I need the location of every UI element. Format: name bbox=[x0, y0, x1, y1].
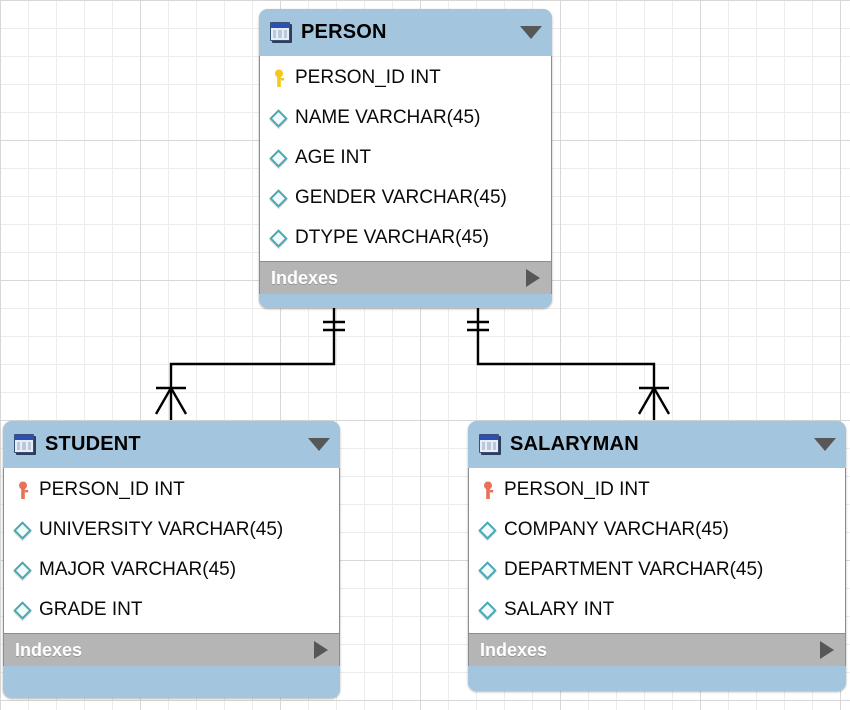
table-row[interactable]: NAME VARCHAR(45) bbox=[260, 98, 551, 138]
indexes-label: Indexes bbox=[480, 639, 548, 660]
column-diamond-icon bbox=[269, 228, 288, 248]
table-row[interactable]: GRADE INT bbox=[4, 590, 339, 630]
table-student-footer bbox=[3, 666, 340, 698]
column-label: GENDER VARCHAR(45) bbox=[295, 187, 507, 208]
column-label: PERSON_ID INT bbox=[504, 479, 650, 500]
table-salaryman-header[interactable]: SALARYMAN bbox=[468, 421, 846, 468]
table-row[interactable]: AGE INT bbox=[260, 138, 551, 178]
table-salaryman-title: SALARYMAN bbox=[510, 433, 639, 455]
column-label: NAME VARCHAR(45) bbox=[295, 107, 481, 128]
indexes-label: Indexes bbox=[271, 267, 339, 288]
column-label: COMPANY VARCHAR(45) bbox=[504, 519, 729, 540]
expand-arrow-icon[interactable] bbox=[526, 269, 540, 287]
table-student[interactable]: STUDENT PERSON_ID INT UNIVERSITY VARCHAR… bbox=[3, 421, 340, 698]
table-icon bbox=[270, 22, 292, 43]
column-label: PERSON_ID INT bbox=[39, 479, 185, 500]
expand-arrow-icon[interactable] bbox=[820, 641, 834, 659]
indexes-label: Indexes bbox=[15, 639, 83, 660]
column-diamond-icon bbox=[478, 560, 497, 580]
table-row[interactable]: PERSON_ID INT bbox=[4, 470, 339, 510]
table-student-title: STUDENT bbox=[45, 433, 141, 455]
table-student-columns: PERSON_ID INT UNIVERSITY VARCHAR(45) MAJ… bbox=[3, 468, 340, 633]
table-row[interactable]: COMPANY VARCHAR(45) bbox=[469, 510, 845, 550]
table-salaryman-columns: PERSON_ID INT COMPANY VARCHAR(45) DEPART… bbox=[468, 468, 846, 633]
table-icon bbox=[14, 434, 36, 455]
table-row[interactable]: MAJOR VARCHAR(45) bbox=[4, 550, 339, 590]
table-person-footer bbox=[259, 294, 552, 308]
chevron-down-icon[interactable] bbox=[520, 26, 542, 39]
table-row[interactable]: UNIVERSITY VARCHAR(45) bbox=[4, 510, 339, 550]
table-row[interactable]: PERSON_ID INT bbox=[260, 58, 551, 98]
column-diamond-icon bbox=[269, 188, 288, 208]
table-student-header[interactable]: STUDENT bbox=[3, 421, 340, 468]
column-label: DEPARTMENT VARCHAR(45) bbox=[504, 559, 764, 580]
table-row[interactable]: SALARY INT bbox=[469, 590, 845, 630]
primary-key-icon bbox=[271, 69, 288, 88]
foreign-key-icon bbox=[15, 481, 32, 500]
table-person-header[interactable]: PERSON bbox=[259, 9, 552, 56]
column-diamond-icon bbox=[269, 108, 288, 128]
column-diamond-icon bbox=[13, 600, 32, 620]
table-salaryman-footer bbox=[468, 666, 846, 691]
foreign-key-icon bbox=[480, 481, 497, 500]
table-person-columns: PERSON_ID INT NAME VARCHAR(45) AGE INT G… bbox=[259, 56, 552, 261]
chevron-down-icon[interactable] bbox=[814, 438, 836, 451]
column-label: AGE INT bbox=[295, 147, 372, 168]
table-person[interactable]: PERSON PERSON_ID INT NAME VARCHAR(45) AG… bbox=[259, 9, 552, 308]
column-diamond-icon bbox=[13, 520, 32, 540]
column-label: PERSON_ID INT bbox=[295, 67, 441, 88]
table-icon bbox=[479, 434, 501, 455]
column-label: UNIVERSITY VARCHAR(45) bbox=[39, 519, 284, 540]
expand-arrow-icon[interactable] bbox=[314, 641, 328, 659]
table-row[interactable]: PERSON_ID INT bbox=[469, 470, 845, 510]
table-salaryman[interactable]: SALARYMAN PERSON_ID INT COMPANY VARCHAR(… bbox=[468, 421, 846, 691]
column-diamond-icon bbox=[269, 148, 288, 168]
table-person-indexes[interactable]: Indexes bbox=[259, 261, 552, 294]
table-student-indexes[interactable]: Indexes bbox=[3, 633, 340, 666]
column-label: MAJOR VARCHAR(45) bbox=[39, 559, 237, 580]
column-label: SALARY INT bbox=[504, 599, 615, 620]
column-diamond-icon bbox=[478, 600, 497, 620]
column-diamond-icon bbox=[13, 560, 32, 580]
table-row[interactable]: GENDER VARCHAR(45) bbox=[260, 178, 551, 218]
table-person-title: PERSON bbox=[301, 21, 387, 43]
chevron-down-icon[interactable] bbox=[308, 438, 330, 451]
column-label: GRADE INT bbox=[39, 599, 143, 620]
column-diamond-icon bbox=[478, 520, 497, 540]
table-salaryman-indexes[interactable]: Indexes bbox=[468, 633, 846, 666]
table-row[interactable]: DTYPE VARCHAR(45) bbox=[260, 218, 551, 258]
column-label: DTYPE VARCHAR(45) bbox=[295, 227, 489, 248]
table-row[interactable]: DEPARTMENT VARCHAR(45) bbox=[469, 550, 845, 590]
